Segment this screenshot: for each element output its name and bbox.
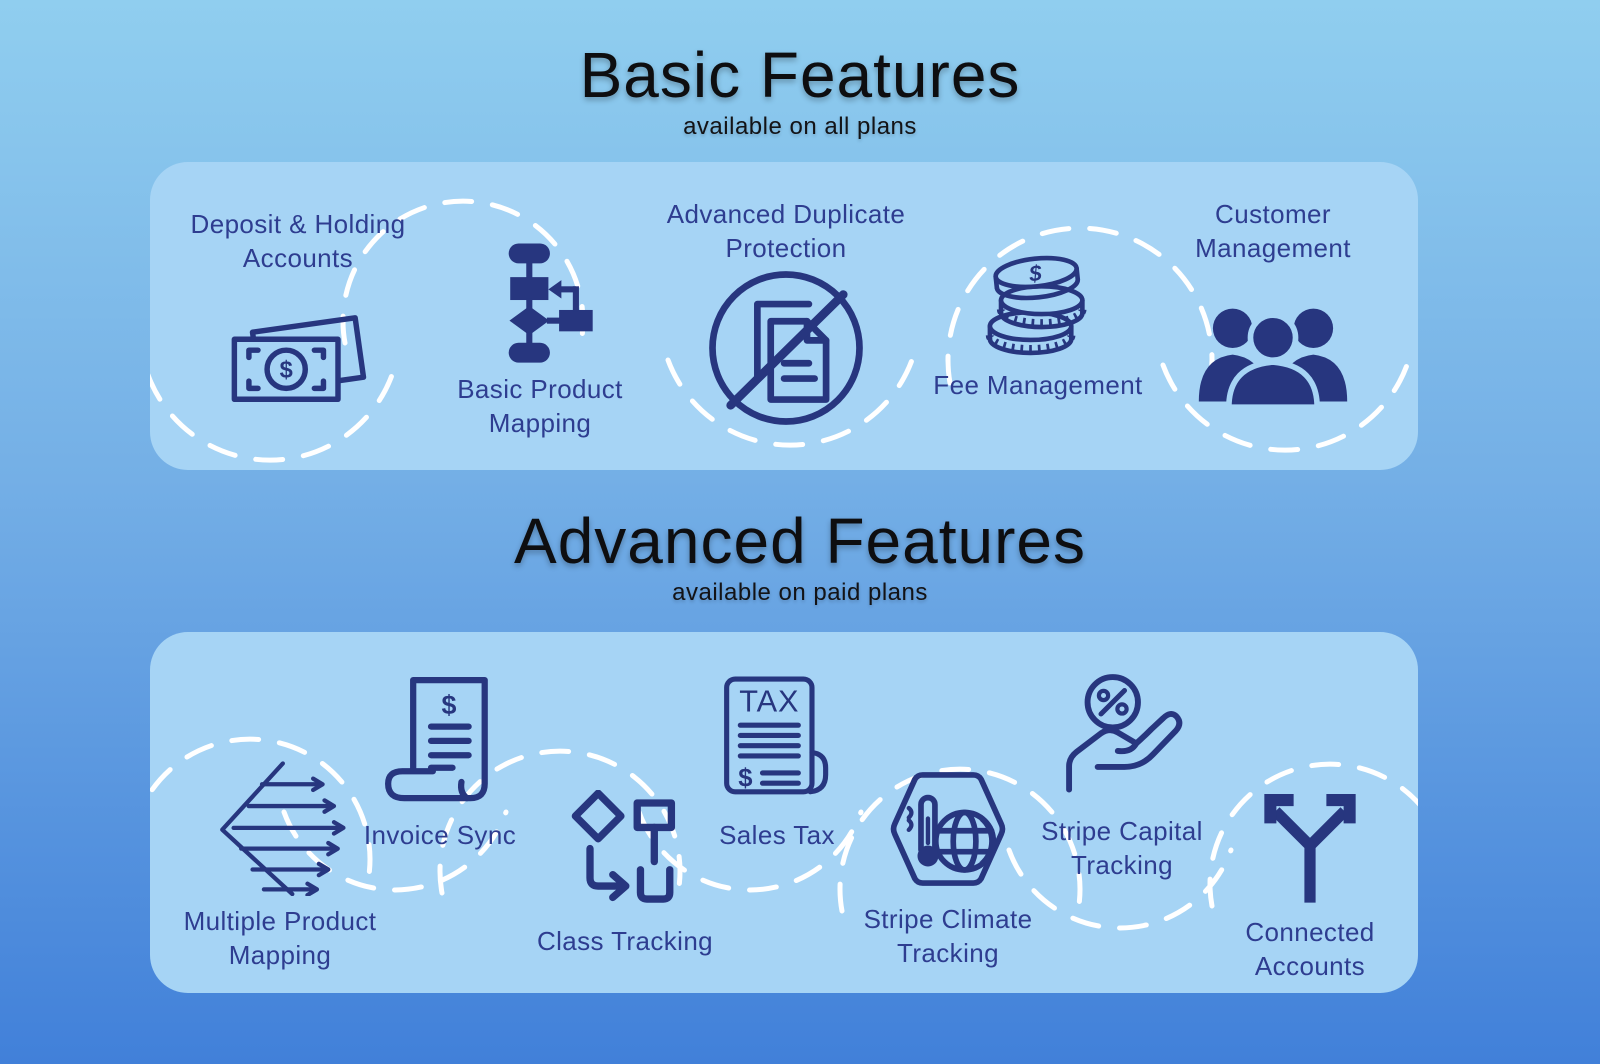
basic-features-header: Basic Features available on all plans [0,39,1600,141]
section-subtitle: available on all plans [683,113,917,141]
tax-doc-icon: TAX $ [719,674,835,802]
climate-hex-icon [887,768,1009,890]
feature-connected-accounts: Connected Accounts [1165,632,1418,993]
feature-label: Advanced Duplicate Protection [666,199,906,264]
feature-label: Connected Accounts [1245,917,1375,982]
feature-label: Customer Management [1195,199,1351,264]
svg-text:$: $ [738,765,752,793]
feature-label: Invoice Sync [363,820,517,850]
feature-label: Basic Product Mapping [457,374,623,439]
split-arrows-icon [1254,782,1366,906]
class-flow-icon [562,790,688,908]
feature-class-tracking: Class Tracking [480,632,770,993]
feature-sales-tax: TAX $ Sales Tax [632,632,922,993]
flowchart-icon [480,242,600,368]
feature-advanced-duplicate-protection: Advanced Duplicate Protection [641,162,931,470]
feature-basic-product-mapping: Basic Product Mapping [395,162,685,470]
svg-text:TAX: TAX [739,684,799,719]
feature-multiple-product-mapping: Multiple Product Mapping [150,632,425,993]
feature-customer-management: Customer Management [1128,162,1418,470]
advanced-features-header: Advanced Features available on paid plan… [0,505,1600,607]
feature-label: Stripe Capital Tracking [1041,816,1203,881]
feature-deposit-holding-accounts: $ Deposit & Holding Accounts [153,162,443,470]
multi-arrows-icon [209,754,351,896]
feature-stripe-capital-tracking: Stripe Capital Tracking [977,632,1267,993]
coins-icon: $ [977,246,1099,360]
feature-invoice-sync: $ Invoice Sync [295,632,585,993]
section-title: Basic Features [579,39,1021,111]
money-bill-icon: $ [223,312,373,412]
capital-hand-icon [1058,672,1186,798]
svg-text:$: $ [280,357,293,383]
basic-features-panel: $ Deposit & Holding Accounts Basic Produ… [150,162,1418,470]
section-title: Advanced Features [514,505,1086,577]
feature-fee-management: $ Fee Management [893,162,1183,470]
feature-label: Sales Tax [719,820,835,850]
feature-stripe-climate-tracking: Stripe Climate Tracking [803,632,1093,993]
feature-label: Fee Management [933,370,1143,400]
customers-icon [1192,302,1354,410]
section-subtitle: available on paid plans [672,579,928,607]
feature-label: Deposit & Holding Accounts [190,209,406,274]
feature-label: Multiple Product Mapping [183,906,377,971]
no-duplicate-icon [702,264,870,432]
advanced-features-panel: Multiple Product Mapping $ Invoice Sync … [150,632,1418,993]
feature-label: Class Tracking [536,926,714,956]
svg-text:$: $ [1027,260,1044,286]
invoice-icon: $ [381,670,499,810]
svg-text:$: $ [441,690,456,720]
feature-label: Stripe Climate Tracking [863,904,1033,969]
